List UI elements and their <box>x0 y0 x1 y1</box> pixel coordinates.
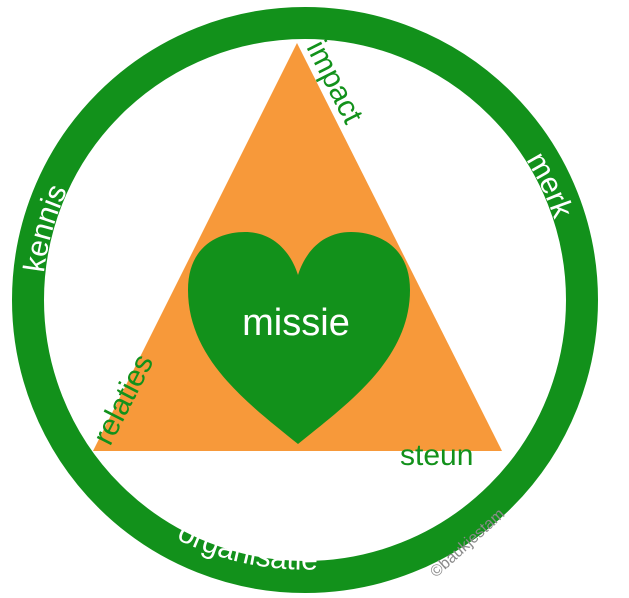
triangle-label-steun: steun <box>400 439 473 472</box>
triangle <box>93 43 502 451</box>
heart-shape <box>188 232 410 444</box>
heart-label-missie: missie <box>242 302 350 344</box>
outer-ring <box>12 7 598 593</box>
